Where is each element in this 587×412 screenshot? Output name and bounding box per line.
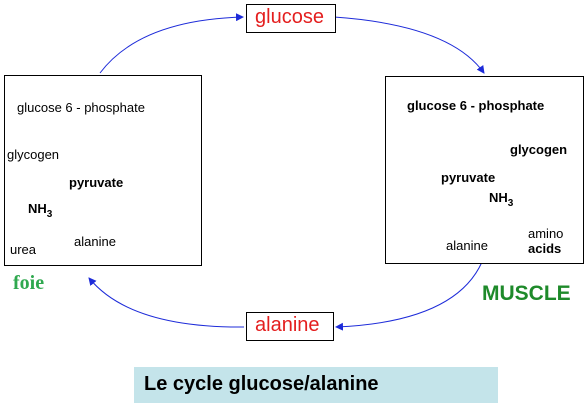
muscle-label: MUSCLE [482,282,571,305]
muscle-box [385,76,584,264]
muscle-nh3: NH3 [489,190,513,209]
muscle-pyruvate: pyruvate [441,170,496,185]
liver-nh3: NH3 [28,201,52,220]
alanine-node-box: alanine [246,312,334,341]
glucose-node-label: glucose [255,6,324,28]
liver-glycogen: glycogen [7,147,60,162]
caption-bar: Le cycle glucose/alanine [134,367,498,403]
muscle-nh-text: NH [489,190,508,205]
caption-text: Le cycle glucose/alanine [144,373,379,395]
liver-box [4,75,202,266]
arrow-liver-to-glucose [99,13,244,74]
muscle-glucose6p: glucose 6 - phosphate [407,98,545,113]
liver-pyruvate: pyruvate [69,175,124,190]
liver-label: foie [13,272,45,294]
liver-glucose6p: glucose 6 - phosphate [17,100,145,115]
muscle-glycogen: glycogen [510,142,568,157]
glucose-node-box: glucose [246,4,336,33]
muscle-alanine: alanine [446,238,488,253]
liver-alanine: alanine [74,234,116,249]
liver-nh-text: NH [28,201,47,216]
liver-nh-subscript: 3 [46,209,53,220]
liver-urea: urea [10,242,37,257]
muscle-amino: amino [528,226,564,241]
arrow-muscle-to-alanine [335,261,483,331]
muscle-acids: acids [528,241,562,256]
arrow-alanine-to-liver [88,277,245,328]
alanine-node-label: alanine [255,314,320,336]
arrow-glucose-to-muscle [333,16,485,74]
muscle-nh-subscript: 3 [507,198,514,209]
